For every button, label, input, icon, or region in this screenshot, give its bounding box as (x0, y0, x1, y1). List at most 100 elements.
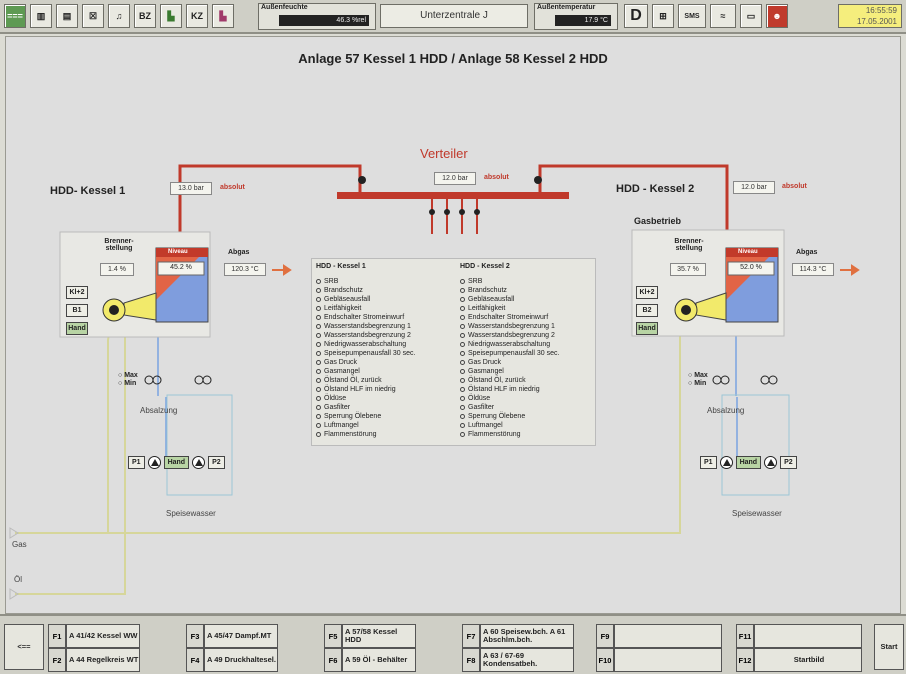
status-indicator-icon (460, 414, 465, 419)
fkey-f12[interactable]: F12 (736, 648, 754, 672)
status-indicator-icon (460, 324, 465, 329)
fkey-label-f9[interactable] (614, 624, 722, 648)
fkey-label-f3[interactable]: A 45/47 Dampf.MT (204, 624, 278, 648)
cabinet-icon[interactable]: ▤ (56, 4, 78, 28)
fkey-label-f4[interactable]: A 49 Druckhaltesel. (204, 648, 278, 672)
status-indicator-icon (316, 387, 321, 392)
status-indicator-icon (316, 360, 321, 365)
fkey-f4[interactable]: F4 (186, 648, 204, 672)
status-indicator-icon (316, 297, 321, 302)
status-indicator-icon (460, 369, 465, 374)
plant-icon[interactable]: ▥ (30, 4, 52, 28)
humidity-value: 46.3 %rel (279, 15, 369, 26)
kessel2-ctrl-b2[interactable]: B2 (636, 304, 658, 317)
kessel2-minmax: ○ Max ○ Min (688, 372, 708, 387)
fkey-label-f11[interactable] (754, 624, 862, 648)
legend-item-label: Wasserstandsbegrenzung 2 (468, 332, 555, 339)
legend-item-label: Sperrung Ölebene (324, 413, 382, 420)
fkey-label-f8[interactable]: A 63 / 67-69 Kondensatbeh. (480, 648, 574, 672)
kz-button[interactable]: KZ (186, 4, 208, 28)
start-button[interactable]: Start (874, 624, 904, 670)
fkey-f9[interactable]: F9 (596, 624, 614, 648)
kessel1-ctrl-hand[interactable]: Hand (66, 322, 88, 335)
kessel1-ctrl-b1[interactable]: B1 (66, 304, 88, 317)
network-icon[interactable]: ⊞ (652, 4, 674, 28)
legend-item-label: Ölstand Öl, zurück (324, 377, 382, 384)
wave-icon[interactable]: ≈ (710, 4, 736, 28)
kessel1-ctrl-kl2[interactable]: Kl+2 (66, 286, 88, 299)
fkey-label-f7[interactable]: A 60 Speisew.bch. A 61 Abschlm.bch. (480, 624, 574, 648)
kessel2-ctrl-hand[interactable]: Hand (636, 322, 658, 335)
status-indicator-icon (460, 351, 465, 356)
temp-value: 17.9 °C (555, 15, 611, 26)
fkey-f10[interactable]: F10 (596, 648, 614, 672)
status-indicator-icon (316, 423, 321, 428)
monitor-icon[interactable]: ▭ (740, 4, 762, 28)
legend-item: Niedrigwasserabschaltung (316, 340, 456, 349)
home-icon[interactable]: === (4, 4, 26, 28)
fkey-f8[interactable]: F8 (462, 648, 480, 672)
pump-icon[interactable] (764, 456, 778, 469)
status-indicator-icon (316, 306, 321, 311)
outdoor-humidity-field: Außenfeuchte 46.3 %rel (258, 3, 376, 30)
fkey-f2[interactable]: F2 (48, 648, 66, 672)
close-box-icon[interactable]: ☒ (82, 4, 104, 28)
kessel2-mode: Gasbetrieb (634, 216, 682, 226)
kessel1-min: Min (124, 380, 137, 387)
legend-item: Endschalter Stromeinwurf (460, 313, 600, 322)
legend-item-label: Speisepumpenausfall 30 sec. (324, 350, 416, 357)
kessel2-pump-hand[interactable]: Hand (735, 456, 762, 469)
verteiler-status: absolut (484, 174, 509, 181)
legend2-title: HDD - Kessel 2 (460, 263, 510, 270)
datetime-display: 16:55:59 17.05.2001 (838, 4, 902, 28)
fkey-f5[interactable]: F5 (324, 624, 342, 648)
fkey-f7[interactable]: F7 (462, 624, 480, 648)
person-icon[interactable]: ☻ (766, 4, 788, 28)
legend-item-label: Brandschutz (324, 287, 363, 294)
d-button[interactable]: D (624, 4, 648, 28)
status-indicator-icon (316, 333, 321, 338)
legend-item-label: Leitfähigkeit (468, 305, 506, 312)
status-indicator-icon (460, 333, 465, 338)
bz-button[interactable]: BZ (134, 4, 156, 28)
sms-button[interactable]: SMS (678, 4, 706, 28)
fkey-label-f2[interactable]: A 44 Regelkreis WT (66, 648, 140, 672)
pump-icon[interactable] (147, 456, 161, 469)
fkey-label-f12[interactable]: Startbild (754, 648, 862, 672)
bar-chart-icon[interactable]: ▙ (160, 4, 182, 28)
fkey-f3[interactable]: F3 (186, 624, 204, 648)
kessel2-pump-p1[interactable]: P1 (700, 456, 717, 469)
pump-icon[interactable] (192, 456, 206, 469)
fkey-label-f10[interactable] (614, 648, 722, 672)
fkey-f11[interactable]: F11 (736, 624, 754, 648)
legend-item: Wasserstandsbegrenzung 2 (460, 331, 600, 340)
status-indicator-icon (316, 405, 321, 410)
legend-item-label: Sperrung Ölebene (468, 413, 526, 420)
status-indicator-icon (316, 432, 321, 437)
back-button[interactable]: <== (4, 624, 44, 670)
bell-icon[interactable]: ♫ (108, 4, 130, 28)
bar-chart2-icon[interactable]: ▙ (212, 4, 234, 28)
kessel1-pump-hand[interactable]: Hand (163, 456, 190, 469)
kessel2-pump-p2[interactable]: P2 (780, 456, 797, 469)
status-indicator-icon (460, 378, 465, 383)
kessel1-pump-p2[interactable]: P2 (208, 456, 225, 469)
legend-item-label: Ölstand HLF im niedrig (324, 386, 396, 393)
fkey-label-f1[interactable]: A 41/42 Kessel WW (66, 624, 140, 648)
legend-item-label: Gasmangel (324, 368, 360, 375)
legend-item-label: Gasfilter (324, 404, 351, 411)
legend-item: Brandschutz (316, 286, 456, 295)
temp-label: Außentemperatur (537, 4, 596, 11)
fkey-label-f5[interactable]: A 57/58 Kessel HDD (342, 624, 416, 648)
legend-item: Gas Druck (460, 358, 600, 367)
kessel2-pump-row: P1 Hand P2 (700, 456, 797, 469)
pump-icon[interactable] (719, 456, 733, 469)
status-indicator-icon (460, 315, 465, 320)
fkey-f1[interactable]: F1 (48, 624, 66, 648)
fkey-f6[interactable]: F6 (324, 648, 342, 672)
status-indicator-icon (316, 288, 321, 293)
kessel2-ctrl-kl2[interactable]: Kl+2 (636, 286, 658, 299)
legend-item-label: Endschalter Stromeinwurf (324, 314, 405, 321)
kessel1-pump-p1[interactable]: P1 (128, 456, 145, 469)
fkey-label-f6[interactable]: A 59 Öl - Behälter (342, 648, 416, 672)
